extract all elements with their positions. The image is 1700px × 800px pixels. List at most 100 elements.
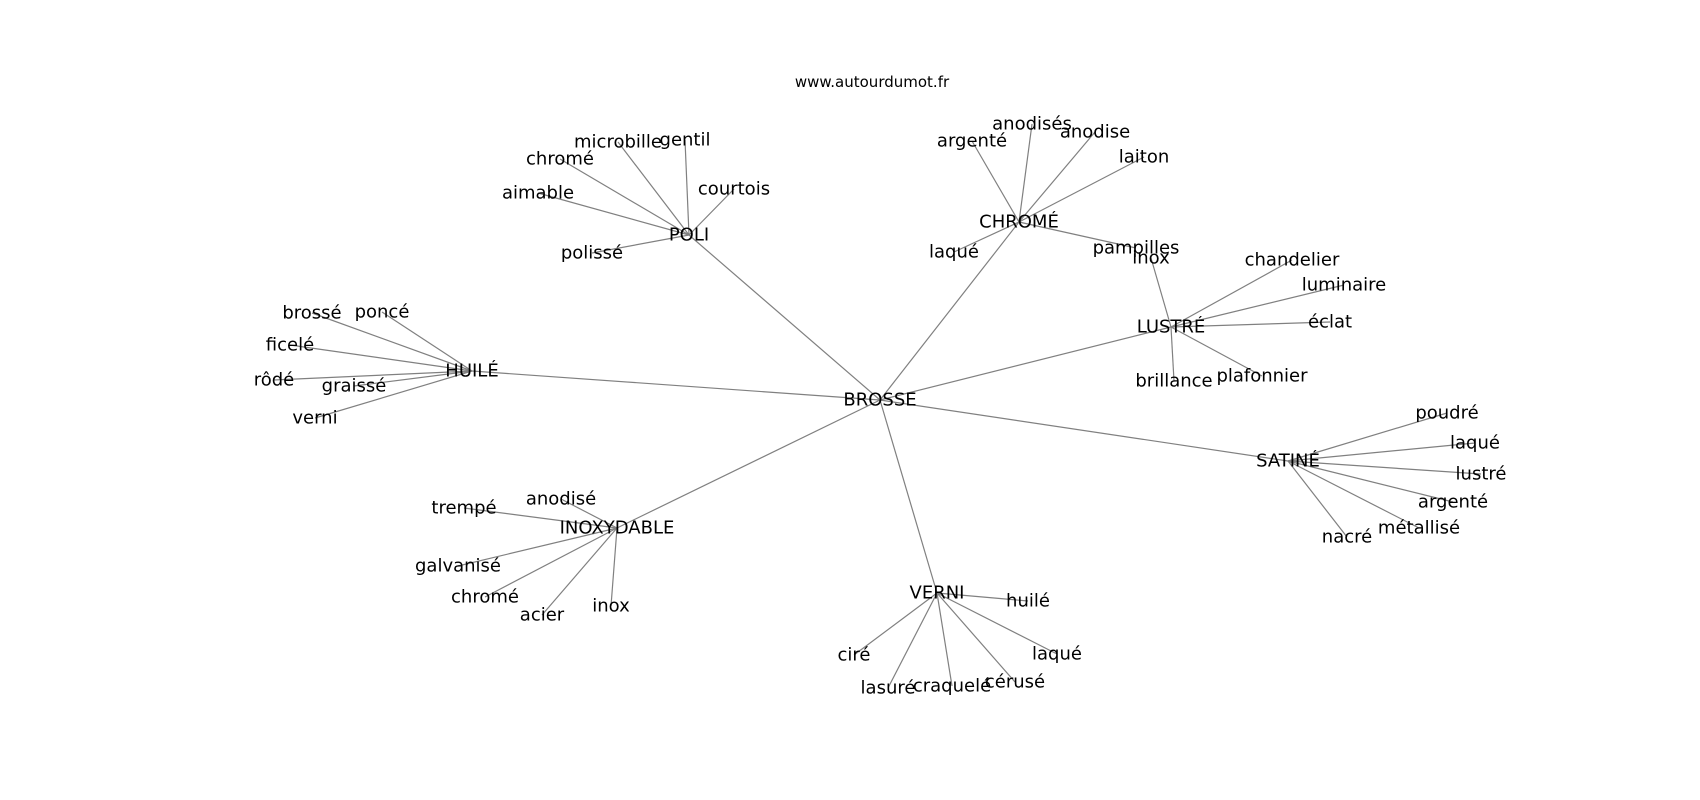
edge-satine-lustre-leaf — [1287, 460, 1482, 475]
edge-inoxydable-acier — [541, 527, 618, 616]
edge-satine-argente — [1287, 460, 1454, 503]
edge-verni-hub-craquele — [936, 592, 953, 687]
edge-verni-hub-cire — [853, 592, 938, 656]
hub-node-verni-hub: VERNI — [910, 583, 965, 604]
leaf-node-huile-hub-graisse: graissé — [322, 376, 387, 397]
edge-poli-courtois — [688, 188, 735, 236]
edge-verni-hub-laque — [936, 592, 1058, 655]
leaf-node-satine-laque: laqué — [1450, 433, 1500, 454]
edge-inoxydable-galvanise — [457, 527, 618, 567]
edge-root-satine — [879, 399, 1289, 462]
edge-poli-polisse — [591, 234, 690, 254]
edge-lustre-plafonnier — [1170, 326, 1263, 377]
edges-layer — [273, 123, 1482, 689]
leaf-node-verni-hub-laque: laqué — [1032, 644, 1082, 665]
leaf-node-chrome-hub-anodise: anodise — [1060, 122, 1130, 143]
edge-chrome-hub-pampilles — [1018, 221, 1137, 249]
edge-huile-hub-ponce — [381, 311, 473, 372]
edge-lustre-inox — [1150, 257, 1172, 328]
edge-verni-hub-lasure — [887, 592, 938, 689]
edge-inoxydable-inox — [610, 527, 618, 607]
edge-chrome-hub-argente — [971, 140, 1020, 223]
edge-root-lustre — [879, 326, 1172, 401]
hub-node-huile-hub: HUILÉ — [445, 360, 498, 382]
leaf-node-poli-gentil: gentil — [660, 130, 711, 151]
edge-inoxydable-chrome — [484, 527, 618, 598]
edge-root-huile-hub — [471, 370, 881, 401]
leaf-node-poli-courtois: courtois — [698, 179, 770, 200]
leaf-node-verni-hub-lasure: lasuré — [861, 678, 916, 699]
edge-satine-nacre — [1287, 460, 1348, 538]
leaf-node-inoxydable-inox: inox — [592, 596, 630, 617]
edge-root-chrome-hub — [879, 221, 1020, 401]
edge-huile-hub-brosse — [311, 312, 473, 372]
leaf-node-inoxydable-galvanise: galvanisé — [415, 556, 501, 577]
edge-poli-chrome — [559, 158, 690, 236]
leaf-node-inoxydable-acier: acier — [520, 605, 565, 626]
edge-lustre-luminaire — [1170, 284, 1345, 328]
leaf-node-lustre-inox: inox — [1132, 248, 1170, 269]
edge-poli-microbille — [617, 141, 690, 236]
edge-lustre-eclat — [1170, 321, 1331, 328]
edge-chrome-hub-laiton — [1018, 156, 1145, 223]
leaf-node-lustre-plafonnier: plafonnier — [1216, 366, 1308, 387]
edge-satine-metallise — [1287, 460, 1420, 529]
edge-huile-hub-graisse — [353, 370, 473, 387]
leaf-node-lustre-luminaire: luminaire — [1302, 275, 1386, 296]
edge-satine-laque — [1287, 442, 1476, 462]
leaf-node-chrome-hub-laque: laqué — [929, 242, 979, 263]
leaf-node-lustre-chandelier: chandelier — [1245, 250, 1340, 271]
edge-chrome-hub-anodise — [1018, 131, 1096, 223]
edge-verni-hub-huile-leaf — [936, 592, 1029, 602]
leaf-node-chrome-hub-laiton: laiton — [1119, 147, 1170, 168]
labels-layer: BROSSEPOLImicrobillegentilchromécourtois… — [254, 114, 1507, 699]
leaf-node-satine-nacre: nacré — [1322, 527, 1372, 548]
leaf-node-chrome-hub-anodises: anodisés — [992, 114, 1072, 135]
leaf-node-huile-hub-verni-leaf: verni — [292, 408, 337, 429]
edge-poli-gentil — [684, 139, 690, 236]
leaf-node-verni-hub-cire: ciré — [838, 645, 871, 666]
leaf-node-verni-hub-ceruse: cérusé — [985, 672, 1045, 693]
leaf-node-poli-microbille: microbille — [574, 132, 662, 153]
edge-lustre-chandelier — [1170, 259, 1293, 328]
edge-root-verni-hub — [879, 399, 938, 594]
leaf-node-satine-lustre-leaf: lustré — [1456, 464, 1507, 485]
leaf-node-chrome-hub-argente: argenté — [937, 131, 1007, 152]
edge-huile-hub-verni-leaf — [314, 370, 473, 419]
hub-node-lustre: LUSTRÉ — [1137, 316, 1206, 338]
edge-lustre-brillance — [1170, 326, 1175, 382]
leaf-node-huile-hub-ficele: ficelé — [266, 335, 314, 356]
edge-satine-poudre — [1287, 412, 1448, 462]
edge-huile-hub-rode — [273, 370, 473, 381]
edge-verni-hub-ceruse — [936, 592, 1016, 683]
edge-root-poli — [688, 234, 881, 401]
leaf-node-satine-argente: argenté — [1418, 492, 1488, 513]
leaf-node-verni-hub-craquele: craquelé — [913, 676, 991, 697]
leaf-node-lustre-brillance: brillance — [1135, 371, 1212, 392]
leaf-node-lustre-eclat: éclat — [1308, 312, 1352, 333]
leaf-node-poli-polisse: polissé — [561, 243, 623, 264]
leaf-node-satine-poudre: poudré — [1415, 403, 1478, 424]
leaf-node-inoxydable-chrome: chromé — [451, 587, 519, 608]
hub-node-chrome-hub: CHROMÉ — [979, 211, 1059, 233]
leaf-node-poli-aimable: aimable — [502, 183, 574, 204]
edge-huile-hub-ficele — [289, 344, 473, 372]
edge-inoxydable-trempe — [463, 507, 618, 529]
hub-node-satine: SATINÉ — [1256, 450, 1320, 472]
leaf-node-inoxydable-trempe: trempé — [431, 498, 496, 519]
hub-node-inoxydable: INOXYDABLE — [560, 518, 675, 539]
leaf-node-inoxydable-anodise: anodisé — [526, 489, 596, 510]
edge-root-inoxydable — [616, 399, 881, 529]
leaf-node-satine-metallise: métallisé — [1378, 518, 1460, 539]
leaf-node-poli-chrome: chromé — [526, 149, 594, 170]
edge-poli-aimable — [537, 192, 690, 236]
source-url: www.autourdumot.fr — [795, 73, 950, 91]
edge-chrome-hub-anodises — [1018, 123, 1033, 223]
edge-inoxydable-anodise — [560, 498, 618, 529]
leaf-node-huile-hub-ponce: poncé — [355, 302, 410, 323]
leaf-node-huile-hub-brosse: brossé — [282, 303, 341, 324]
edge-chrome-hub-laque — [953, 221, 1020, 253]
leaf-node-chrome-hub-pampilles: pampilles — [1093, 238, 1180, 259]
hub-node-poli: POLI — [669, 225, 709, 246]
